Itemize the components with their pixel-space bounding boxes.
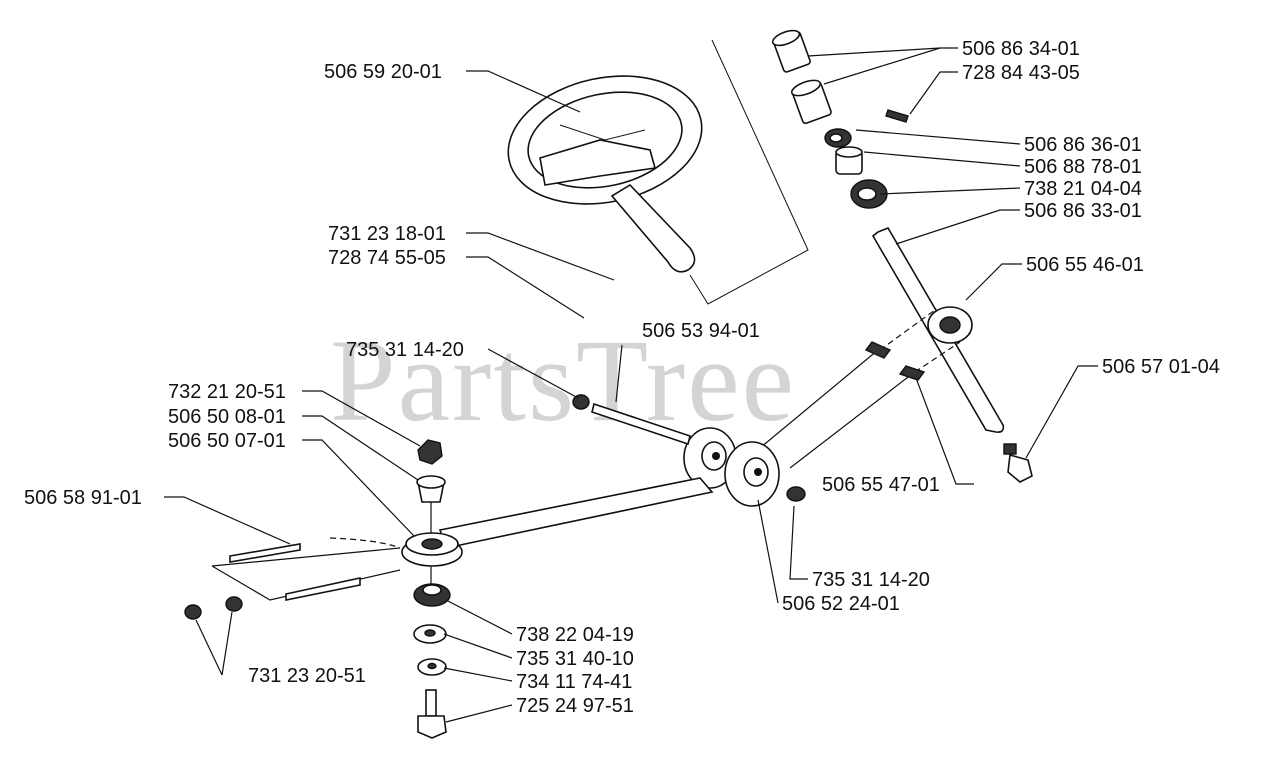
grease-fitting[interactable] <box>1003 443 1033 483</box>
cable-nut-a[interactable] <box>184 604 202 620</box>
watermark: PartsTree <box>330 315 796 446</box>
label-bolt[interactable]: 725 24 97-51 <box>516 695 634 717</box>
steering-wheel[interactable] <box>496 59 713 273</box>
nut-pulley[interactable] <box>786 486 806 502</box>
bushing-shaft[interactable] <box>835 146 863 175</box>
steering-cable[interactable] <box>211 537 401 601</box>
label-steering-cable[interactable]: 506 58 91-01 <box>24 487 142 509</box>
nut-pin[interactable] <box>572 394 590 410</box>
label-washer-shaft[interactable]: 506 86 36-01 <box>1024 134 1142 156</box>
label-lock-washer[interactable]: 734 11 74-41 <box>516 671 632 693</box>
bearing-pivot[interactable] <box>413 583 451 607</box>
label-sprocket[interactable]: 506 55 46-01 <box>1026 254 1144 276</box>
set-screw[interactable] <box>885 109 909 123</box>
label-bushing-top[interactable]: 506 50 08-01 <box>168 406 286 428</box>
label-pulleys[interactable]: 506 52 24-01 <box>782 593 900 615</box>
label-cable-chain[interactable]: 506 55 47-01 <box>822 474 940 496</box>
pivot-pulley[interactable] <box>401 532 463 567</box>
label-steering-shaft[interactable]: 506 86 33-01 <box>1024 200 1142 222</box>
cable-lower <box>789 373 913 469</box>
label-pivot-pulley[interactable]: 506 50 07-01 <box>168 430 286 452</box>
label-bushing-shaft[interactable]: 506 88 78-01 <box>1024 156 1142 178</box>
coupler-top[interactable] <box>771 28 811 73</box>
bushing-top[interactable] <box>416 475 446 503</box>
sprocket[interactable] <box>927 306 973 344</box>
leader-lines <box>164 47 1098 723</box>
wheel-assembly-outline <box>689 39 809 305</box>
chain-upper <box>879 309 936 351</box>
label-washer-flat[interactable]: 735 31 40-10 <box>516 648 634 670</box>
label-bearing-pivot[interactable]: 738 22 04-19 <box>516 624 634 646</box>
bolt[interactable] <box>417 689 447 739</box>
label-set-screw[interactable]: 728 84 43-05 <box>962 62 1080 84</box>
tie-rod[interactable] <box>438 477 714 549</box>
cable-upper <box>759 349 879 449</box>
label-nut-top[interactable]: 732 21 20-51 <box>168 381 286 403</box>
label-pulley-pin[interactable]: 506 53 94-01 <box>642 320 760 342</box>
label-nut-pin[interactable]: 735 31 14-20 <box>346 339 464 361</box>
pulley-front[interactable] <box>724 441 780 507</box>
chain-lower <box>914 341 961 373</box>
nut-top[interactable] <box>417 439 443 465</box>
bearing-shaft[interactable] <box>850 179 888 209</box>
label-screw-wheel[interactable]: 728 74 55-05 <box>328 247 446 269</box>
label-grease-fitting[interactable]: 506 57 01-04 <box>1102 356 1220 378</box>
label-steering-wheel[interactable]: 506 59 20-01 <box>324 61 442 83</box>
part-labels: 506 59 20-01 731 23 18-01 728 74 55-05 7… <box>24 38 1220 717</box>
label-couplers[interactable]: 506 86 34-01 <box>962 38 1080 60</box>
cable-nut-b[interactable] <box>225 596 243 612</box>
pulley-pin[interactable] <box>591 402 691 446</box>
label-cable-nuts[interactable]: 731 23 20-51 <box>248 665 366 687</box>
label-nut-pulley[interactable]: 735 31 14-20 <box>812 569 930 591</box>
label-bearing-shaft[interactable]: 738 21 04-04 <box>1024 178 1142 200</box>
coupler-lower[interactable] <box>790 77 832 125</box>
label-nut-wheel[interactable]: 731 23 18-01 <box>328 223 446 245</box>
